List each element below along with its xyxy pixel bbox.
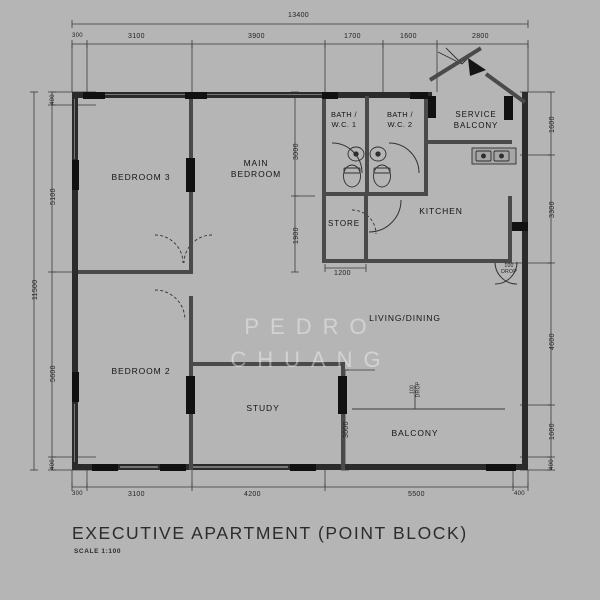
- window-mainbed-top: [207, 93, 322, 95]
- room-label-service-balcony: SERVICE BALCONY: [453, 110, 499, 130]
- note-100-drop-balcony: 100 DROP: [409, 381, 422, 398]
- dim-left-1: 400: [50, 94, 56, 105]
- room-label-living-dining: LIVING/DINING: [369, 313, 441, 323]
- dim-store-depth: 1900: [293, 227, 300, 244]
- column-kitchen-right: [512, 222, 528, 231]
- dim-left-4: 400: [50, 459, 56, 470]
- column-top-a: [83, 92, 105, 99]
- drawing-title: EXECUTIVE APARTMENT (POINT BLOCK): [72, 523, 468, 543]
- wall-bedrooms-corridor: [78, 270, 193, 274]
- dim-left-2: 5100: [50, 188, 57, 205]
- dim-bottom-5: 400: [514, 491, 525, 497]
- dim-top-4: 1700: [344, 33, 361, 40]
- dim-main-bedroom-depth: 3000: [293, 143, 300, 160]
- wall-study-top: [193, 362, 345, 366]
- column-partition-upper: [186, 158, 195, 192]
- column-top-bath1: [322, 92, 338, 99]
- column-serviceblc-left: [428, 96, 436, 118]
- dim-top-2: 3100: [128, 33, 145, 40]
- window-bottom-study: [193, 466, 288, 468]
- dim-left-3: 5600: [50, 365, 57, 382]
- dim-top-1: 300: [72, 33, 83, 39]
- exterior-wall-right: [522, 92, 528, 470]
- dim-bottom-1: 300: [72, 491, 83, 497]
- window-bottom-bedroom2: [120, 466, 158, 468]
- room-label-study: STUDY: [246, 403, 280, 413]
- column-bottom-a: [92, 464, 118, 471]
- wall-bath-divider: [365, 96, 369, 196]
- column-left-lower: [72, 372, 79, 402]
- column-top-b: [185, 92, 207, 99]
- wall-store-right: [364, 196, 368, 262]
- room-label-store: STORE: [328, 219, 360, 228]
- wall-bath-block-bottom: [322, 192, 428, 196]
- wall-serviceblc-kitchen: [428, 140, 512, 144]
- column-bottom-d: [486, 464, 516, 471]
- column-bottom-b: [160, 464, 186, 471]
- watermark-line-2: CHUANG: [230, 347, 392, 372]
- column-bottom-c: [290, 464, 316, 471]
- exterior-wall-left: [72, 92, 78, 470]
- column-study-right: [338, 376, 347, 414]
- column-top-bath2: [410, 92, 428, 99]
- dim-right-2: 3300: [549, 201, 556, 218]
- room-label-main-bedroom: MAIN BEDROOM: [230, 158, 282, 179]
- drawing-scale: SCALE 1:100: [74, 548, 122, 555]
- dim-study-depth: 3000: [343, 421, 350, 438]
- wall-bath-block-right: [424, 96, 428, 196]
- dim-bottom-4: 5500: [408, 491, 425, 498]
- column-partition-lower: [186, 376, 195, 414]
- dim-right-3: 4600: [549, 333, 556, 350]
- window-bedroom3-top: [105, 93, 185, 95]
- dim-top-6: 2800: [472, 33, 489, 40]
- dim-right-1: 1600: [549, 116, 556, 133]
- dim-bottom-2: 3100: [128, 491, 145, 498]
- service-balcony-wall-angled-left: [428, 46, 482, 82]
- dim-left-overall: 11500: [32, 279, 39, 300]
- dim-right-4: 1600: [549, 423, 556, 440]
- dim-top-3: 3900: [248, 33, 265, 40]
- wall-kitchen-bottom: [322, 259, 512, 263]
- window-left-lower: [73, 404, 75, 462]
- dim-top-overall: 13400: [288, 12, 309, 19]
- column-left-upper: [72, 160, 79, 190]
- dim-right-5: 400: [549, 459, 555, 470]
- room-label-balcony: BALCONY: [391, 428, 439, 438]
- dim-store-width: 1200: [334, 270, 351, 277]
- exterior-wall-top: [72, 92, 432, 98]
- wall-bath-block-left: [322, 96, 326, 196]
- room-label-kitchen: KITCHEN: [419, 206, 463, 216]
- wall-kitchen-right-return: [508, 196, 512, 262]
- room-label-bedroom3: BEDROOM 3: [111, 172, 171, 182]
- note-100-drop-right: 100 DROP: [501, 263, 517, 275]
- window-left-upper: [73, 99, 75, 159]
- dim-bottom-3: 4200: [244, 491, 261, 498]
- wall-study-right: [341, 362, 345, 470]
- wall-store-left: [322, 196, 326, 262]
- room-label-bedroom2: BEDROOM 2: [111, 366, 171, 376]
- dim-top-5: 1600: [400, 33, 417, 40]
- room-label-bath-wc-1: BATH / W.C. 1: [330, 110, 357, 129]
- column-serviceblc-right: [504, 96, 513, 120]
- room-label-bath-wc-2: BATH / W.C. 2: [386, 110, 413, 129]
